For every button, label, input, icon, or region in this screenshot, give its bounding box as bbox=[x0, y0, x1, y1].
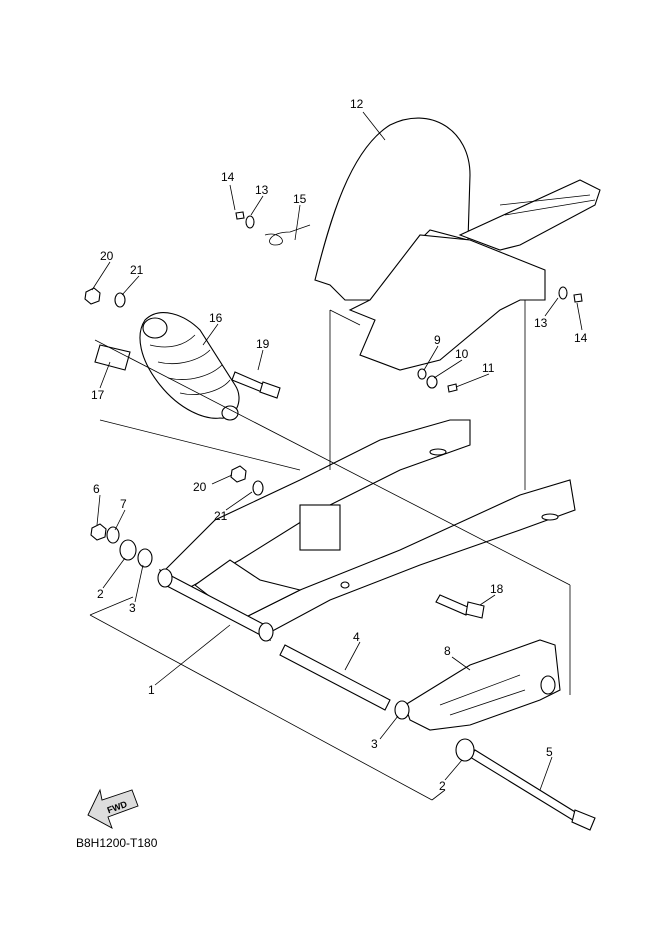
callout-20: 20 bbox=[100, 249, 114, 263]
small-parts bbox=[84, 211, 583, 762]
fwd-arrow-icon: FWD bbox=[87, 788, 139, 829]
callout-21: 21 bbox=[214, 509, 228, 523]
callout-2: 2 bbox=[97, 587, 104, 601]
chain-guard bbox=[404, 639, 561, 731]
callout-3: 3 bbox=[371, 737, 378, 751]
callout-7: 7 bbox=[120, 497, 127, 511]
callout-13: 13 bbox=[255, 183, 269, 197]
callout-10: 10 bbox=[455, 347, 469, 361]
rear-shock-absorber bbox=[139, 312, 240, 421]
diagram-code: B8H1200-T180 bbox=[76, 836, 158, 850]
rear-fender bbox=[314, 117, 601, 371]
callout-8: 8 bbox=[444, 644, 451, 658]
callout-4: 4 bbox=[353, 630, 360, 644]
callout-14: 14 bbox=[574, 331, 588, 345]
callout-16: 16 bbox=[209, 311, 223, 325]
callout-6: 6 bbox=[93, 482, 100, 496]
callout-21: 21 bbox=[130, 263, 144, 277]
callout-15: 15 bbox=[293, 192, 307, 206]
callout-5: 5 bbox=[546, 745, 553, 759]
leader-lines bbox=[89, 111, 583, 801]
callout-3: 3 bbox=[129, 601, 136, 615]
callout-20: 20 bbox=[193, 480, 207, 494]
callout-18: 18 bbox=[490, 582, 504, 596]
callout-2: 2 bbox=[439, 779, 446, 793]
callout-13: 13 bbox=[534, 316, 548, 330]
callout-9: 9 bbox=[434, 333, 441, 347]
swingarm bbox=[157, 419, 576, 642]
callout-12: 12 bbox=[350, 97, 364, 111]
callout-11: 11 bbox=[482, 361, 495, 375]
pivot-shaft bbox=[94, 344, 596, 831]
callout-19: 19 bbox=[256, 337, 270, 351]
callout-14: 14 bbox=[221, 170, 235, 184]
callout-17: 17 bbox=[91, 388, 105, 402]
callout-1: 1 bbox=[148, 683, 155, 697]
callouts: 12 14 13 15 20 21 16 19 17 9 10 11 13 14… bbox=[76, 97, 588, 850]
